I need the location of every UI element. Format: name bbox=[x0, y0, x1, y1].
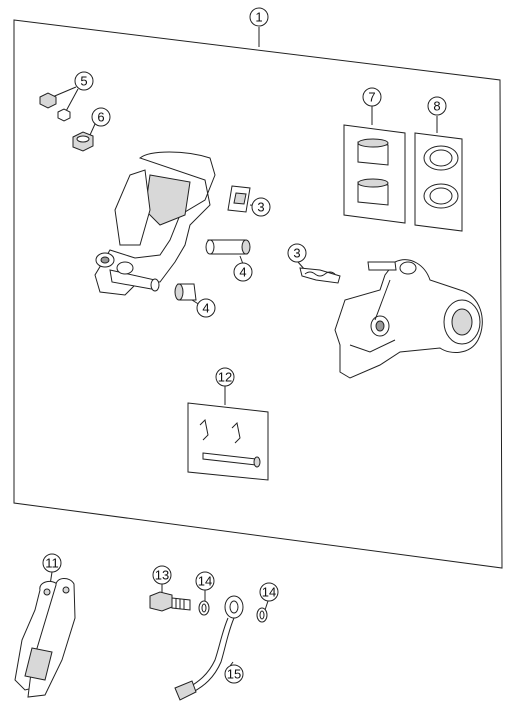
caliper-bracket bbox=[334, 259, 483, 379]
callout-4-lower-label: 4 bbox=[202, 301, 209, 316]
callout-4-upper-label: 4 bbox=[239, 265, 246, 280]
guide-bushing-lower bbox=[174, 283, 201, 306]
callout-14-left-label: 14 bbox=[198, 574, 212, 589]
callout-6-label: 6 bbox=[97, 110, 104, 125]
callout-13: 13 bbox=[152, 565, 172, 585]
callout-3-right-label: 3 bbox=[293, 246, 300, 261]
callout-11-label: 11 bbox=[45, 556, 59, 571]
sealing-washers bbox=[198, 590, 269, 623]
callout-5-label: 5 bbox=[80, 74, 87, 89]
callout-4-upper: 4 bbox=[233, 262, 253, 282]
callout-3-upper: 3 bbox=[251, 197, 271, 217]
callout-7: 7 bbox=[362, 87, 382, 107]
guide-pin-upper bbox=[205, 239, 251, 265]
callout-14-right-label: 14 bbox=[262, 585, 276, 600]
seal-kit-box bbox=[414, 116, 463, 232]
callout-12: 12 bbox=[215, 367, 235, 387]
pad-spring-plate bbox=[297, 261, 341, 284]
callout-8-label: 8 bbox=[433, 99, 440, 114]
bleeder-cap-part bbox=[72, 123, 96, 152]
piston-kit-box bbox=[343, 106, 406, 224]
bleed-screw-parts bbox=[39, 86, 79, 122]
callout-4-lower: 4 bbox=[196, 298, 216, 318]
retaining-clip-upper bbox=[227, 185, 259, 213]
banjo-bolt bbox=[149, 584, 191, 612]
callout-15: 15 bbox=[224, 664, 244, 684]
callout-6: 6 bbox=[91, 107, 111, 127]
callout-1: 1 bbox=[249, 7, 269, 27]
brake-pads bbox=[14, 571, 76, 698]
callout-5: 5 bbox=[74, 71, 94, 91]
brake-line bbox=[174, 595, 244, 701]
callout-15-label: 15 bbox=[227, 667, 241, 682]
callout-12-label: 12 bbox=[218, 370, 232, 385]
callout-13-label: 13 bbox=[155, 568, 169, 583]
callout-3-right: 3 bbox=[287, 243, 307, 263]
callout-7-label: 7 bbox=[368, 90, 375, 105]
callout-3-upper-label: 3 bbox=[257, 200, 264, 215]
callout-11: 11 bbox=[42, 553, 62, 573]
caliper-body bbox=[94, 151, 216, 296]
callout-14-right: 14 bbox=[259, 582, 279, 602]
callout-14-left: 14 bbox=[195, 571, 215, 591]
callout-1-label: 1 bbox=[255, 10, 262, 25]
pin-kit-box bbox=[187, 386, 269, 481]
callout-8: 8 bbox=[427, 96, 447, 116]
